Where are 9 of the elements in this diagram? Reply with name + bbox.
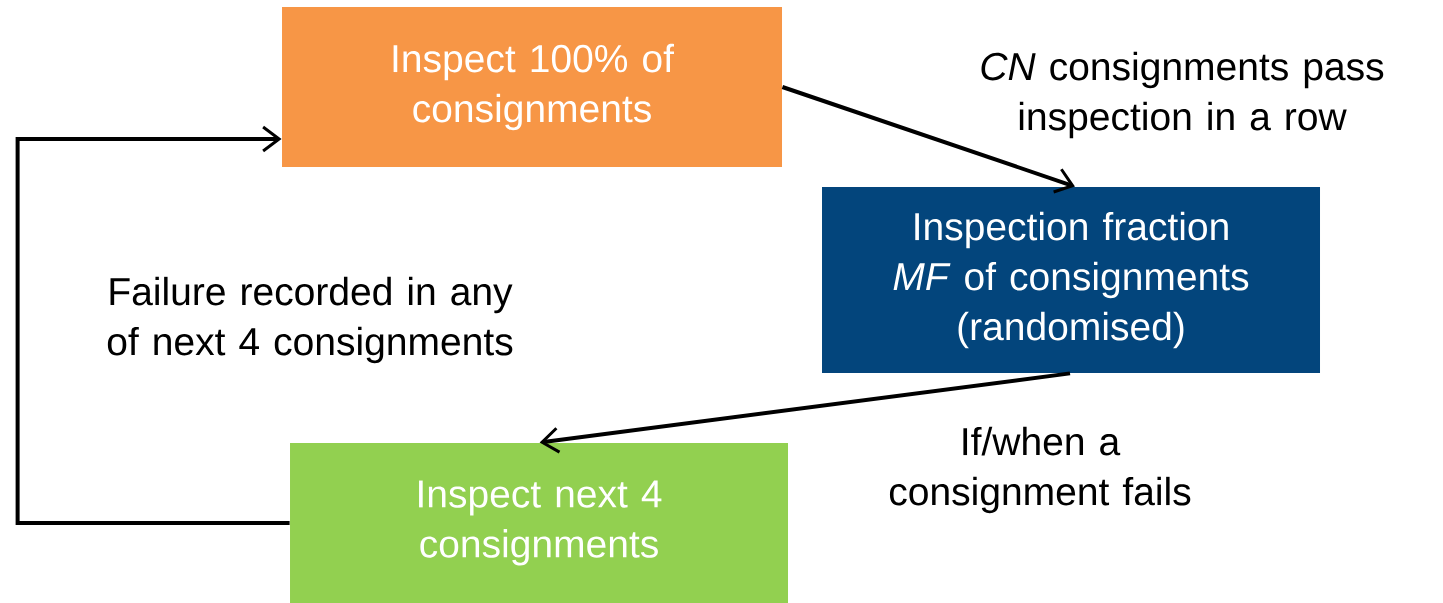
- edge-label: Failure recorded in any of next 4 consignments: [107, 276, 513, 364]
- process-box: Inspect next 4 consignments: [290, 443, 788, 603]
- process-box: Inspect 100% of consignments: [282, 7, 782, 167]
- edge-label: If/when a consignment fails: [889, 426, 1191, 514]
- arrow: [15, 125, 290, 525]
- edge-label: CN consignments pass inspection in a row: [981, 51, 1384, 139]
- arrow: [781, 85, 1075, 194]
- arrow: [539, 371, 1071, 454]
- process-box: Inspection fraction MF of consignments (randomised): [822, 187, 1320, 373]
